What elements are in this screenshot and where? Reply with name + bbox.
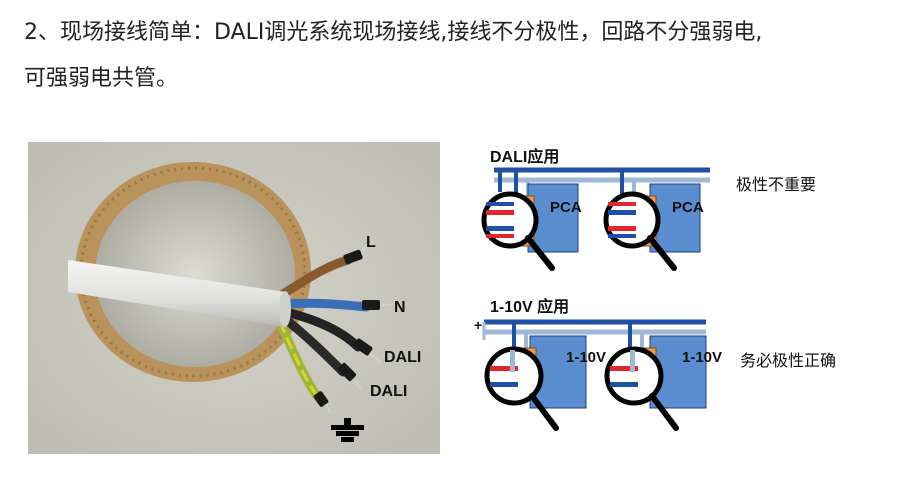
- dali-device-2-label: PCA: [672, 199, 704, 216]
- analog-note: 务必极性正确: [740, 351, 836, 370]
- dali-device-1: PCA: [481, 170, 582, 271]
- wire-blue: [281, 298, 371, 312]
- analog-device-2: 1-10V: [604, 322, 722, 431]
- wiring-photo: L N DALI DALI: [28, 142, 440, 454]
- wire-brown: [278, 255, 353, 299]
- wire-ferrules: [313, 249, 380, 407]
- conduit-ring-texture: [79, 166, 307, 378]
- dali-device-2: PCA: [603, 170, 704, 271]
- white-cable: [68, 260, 286, 327]
- wire-tips: [325, 241, 392, 415]
- analog-device-1: 1-10V: [484, 322, 606, 431]
- wire-label-dali-1: DALI: [384, 349, 421, 366]
- polarity-diagram: DALI应用 极性不重要 PCA PCA 1-10V 应用 + 务必极性正确: [474, 147, 836, 431]
- dali-title: DALI应用: [490, 147, 559, 166]
- earth-ground-icon: [331, 418, 364, 442]
- analog-device-1-label: 1-10V: [566, 349, 606, 366]
- analog-title: 1-10V 应用: [490, 297, 569, 316]
- dali-device-1-label: PCA: [550, 199, 582, 216]
- heading-line-2: 可强弱电共管。: [24, 66, 179, 91]
- analog-polarity-plus: +: [474, 317, 482, 333]
- cable-end: [279, 291, 291, 327]
- wire-label-dali-2: DALI: [370, 383, 407, 400]
- wire-label-l: L: [366, 234, 376, 251]
- wire-label-n: N: [394, 299, 406, 316]
- analog-device-2-label: 1-10V: [682, 349, 722, 366]
- heading-line-1: 2、现场接线简单：DALI调光系统现场接线,接线不分极性，回路不分强弱电,: [24, 20, 763, 45]
- wire-black-1: [281, 307, 363, 352]
- dali-note: 极性不重要: [736, 175, 816, 194]
